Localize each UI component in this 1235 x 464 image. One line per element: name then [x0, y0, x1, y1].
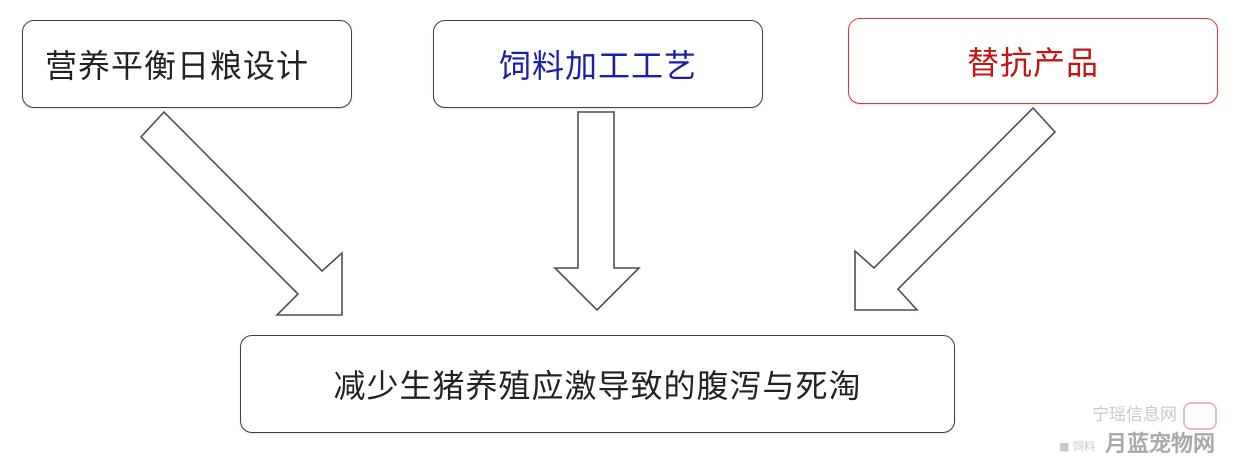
- box-nutrition-label: 营养平衡日粮设计: [45, 47, 310, 85]
- arrow-middle: [553, 111, 641, 312]
- arrow-right: [854, 106, 1057, 311]
- box-antibiotic-label: 替抗产品: [966, 44, 1099, 82]
- watermark-sub: ■ 饲料: [1059, 440, 1095, 453]
- watermark-top: 宁瑶信息网: [1092, 405, 1177, 425]
- watermark-site: 月蓝宠物网: [1104, 432, 1215, 457]
- box-processing-label: 饲料加工工艺: [498, 47, 697, 85]
- box-result-outcome: 减少生猪养殖应激导致的腹泻与死淘: [240, 335, 955, 433]
- paw-logo-icon: [1183, 402, 1217, 430]
- box-result-label: 减少生猪养殖应激导致的腹泻与死淘: [333, 367, 862, 405]
- box-feed-processing: 饲料加工工艺: [433, 20, 763, 108]
- arrow-left: [139, 110, 343, 316]
- box-antibiotic-alternatives: 替抗产品: [848, 18, 1218, 104]
- box-nutrition-design: 营养平衡日粮设计: [22, 20, 352, 108]
